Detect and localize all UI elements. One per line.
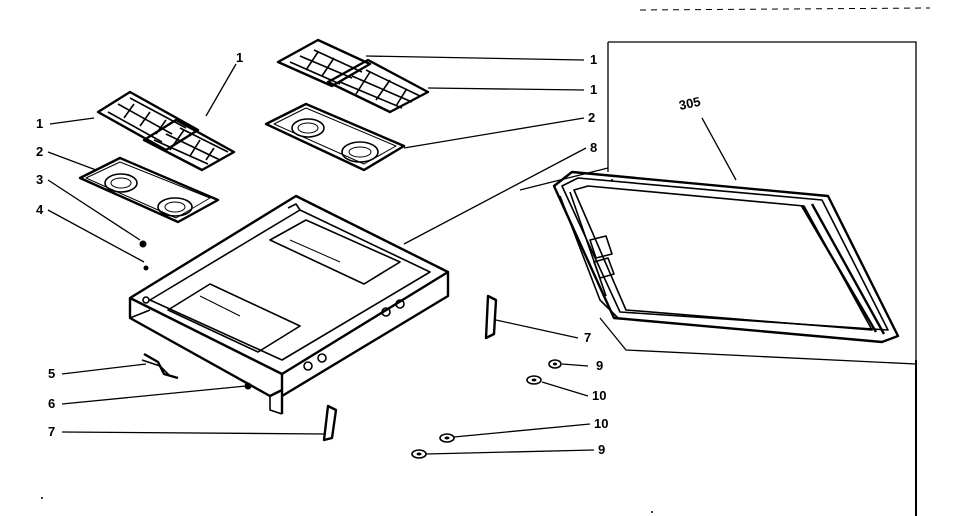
left-burner-pan xyxy=(78,156,220,224)
washer-10-lower xyxy=(439,433,455,443)
callout-3: 3 xyxy=(36,172,43,187)
washer-10-upper xyxy=(526,375,542,385)
nut-9-lower xyxy=(411,449,427,459)
callout-1-right-upper: 1 xyxy=(590,52,597,67)
callout-5: 5 xyxy=(48,366,55,381)
callout-9-upper: 9 xyxy=(596,358,603,373)
frame-border xyxy=(639,7,931,516)
callout-1-left-grate: 1 xyxy=(236,50,243,65)
callout-1-left: 1 xyxy=(36,116,43,131)
callout-10-lower: 10 xyxy=(594,416,608,431)
right-burner-grates xyxy=(276,38,430,114)
callout-2-right: 2 xyxy=(588,110,595,125)
callout-8: 8 xyxy=(590,140,597,155)
spring-clip xyxy=(141,352,179,380)
callout-9-lower: 9 xyxy=(598,442,605,457)
callout-7-right: 7 xyxy=(584,330,591,345)
mounting-bracket-left xyxy=(322,404,338,442)
callout-labels: 1 1 2 3 4 5 6 7 1 1 2 8 7 9 10 10 9 305 xyxy=(36,50,702,457)
main-top-frame xyxy=(128,194,450,415)
callout-305: 305 xyxy=(678,94,702,113)
leader-lines xyxy=(47,55,737,455)
callout-7-left: 7 xyxy=(48,424,55,439)
callout-4: 4 xyxy=(36,202,44,217)
callout-6: 6 xyxy=(48,396,55,411)
small-screw xyxy=(139,240,149,271)
callout-2-left: 2 xyxy=(36,144,43,159)
callout-10-upper: 10 xyxy=(592,388,606,403)
left-burner-grates xyxy=(96,90,236,172)
small-screw-6 xyxy=(244,382,252,390)
callout-1-right-lower: 1 xyxy=(590,82,597,97)
scan-specks xyxy=(41,179,653,513)
mounting-bracket-right xyxy=(484,294,498,340)
nut-9-upper xyxy=(548,359,562,369)
top-cover xyxy=(552,170,900,344)
right-burner-pan xyxy=(264,102,406,172)
